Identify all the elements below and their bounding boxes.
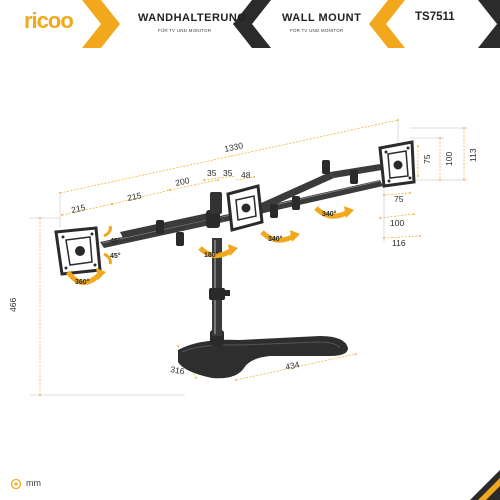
- dim-line-215-inner: [111, 189, 171, 205]
- vesa-plate-center: [226, 184, 264, 232]
- label-35-b: 35: [223, 168, 233, 178]
- tilt-down-arrow: [103, 252, 112, 265]
- label-vesa-100-v: 100: [444, 152, 454, 166]
- label-swivel-340-a: 340°: [268, 235, 283, 243]
- label-base-width: 434: [284, 359, 300, 372]
- chevron-right-a: [233, 0, 271, 48]
- dim-line-35-b: [217, 175, 237, 179]
- label-vesa-116-h: 116: [392, 238, 406, 248]
- dim-line-total-width: [59, 119, 399, 194]
- title-german: WANDHALTERUNG: [138, 12, 247, 24]
- pole-clamp: [209, 288, 225, 300]
- chevron-left: [82, 0, 120, 48]
- label-vesa-75-v: 75: [422, 154, 432, 164]
- tilt-up-arrow: [103, 225, 112, 238]
- dim-line-215-outer: [61, 203, 113, 216]
- swivel-340-arrow-a: [260, 230, 296, 243]
- swivel-180-arrow: [198, 246, 234, 258]
- label-35-a: 35: [207, 168, 217, 178]
- label-tilt-up: 45°: [110, 237, 121, 245]
- label-swivel-340-b: 340°: [322, 210, 337, 218]
- label-vesa-75-h: 75: [394, 194, 404, 204]
- label-vesa-100-h: 100: [390, 218, 404, 228]
- title-english: WALL MOUNT: [282, 12, 362, 24]
- stand-base: [178, 336, 348, 379]
- vesa-plate-left: [54, 226, 102, 276]
- chevron-right-c: [478, 0, 500, 48]
- model-number: TS7511: [415, 11, 455, 23]
- rotate-360-arrow: [65, 270, 102, 285]
- label-swivel-180: 180°: [204, 251, 219, 259]
- brand-logo: ricoo: [24, 8, 74, 33]
- dim-line-vesa-116-h: [383, 235, 421, 239]
- label-215-inner: 215: [126, 190, 142, 203]
- label-rotate-360: 360°: [75, 278, 90, 286]
- dim-line-35-a: [203, 177, 219, 181]
- chevron-right-b: [369, 0, 405, 48]
- subtitle-english: FOR TV UND MONITOR: [290, 28, 344, 33]
- dim-line-200: [169, 179, 219, 191]
- label-height: 466: [8, 298, 18, 312]
- header-chevrons: [82, 0, 500, 48]
- label-tilt-down: 45°: [110, 252, 121, 260]
- label-200: 200: [174, 175, 190, 188]
- dim-line-base-width: [235, 353, 357, 381]
- dim-line-vesa-75-h: [383, 192, 411, 196]
- swivel-340-arrow-b: [314, 206, 350, 219]
- dim-line-48: [235, 176, 255, 181]
- dim-line-vesa-100-h: [379, 213, 415, 219]
- pole: [212, 238, 222, 336]
- label-48: 48: [241, 170, 251, 180]
- label-base-depth: 316: [170, 364, 186, 376]
- vesa-plate-right: [378, 140, 416, 188]
- legend-unit: mm: [26, 478, 41, 488]
- target-icon: [10, 478, 22, 490]
- label-215-outer: 215: [70, 202, 86, 215]
- label-vesa-113-v: 113: [468, 148, 478, 162]
- subtitle-german: FÜR TV UND MONITOR: [158, 28, 212, 33]
- label-total-width: 1330: [223, 140, 244, 154]
- header-bar: ricoo WANDHALTERUNG FÜR TV UND MONITOR W…: [0, 0, 500, 48]
